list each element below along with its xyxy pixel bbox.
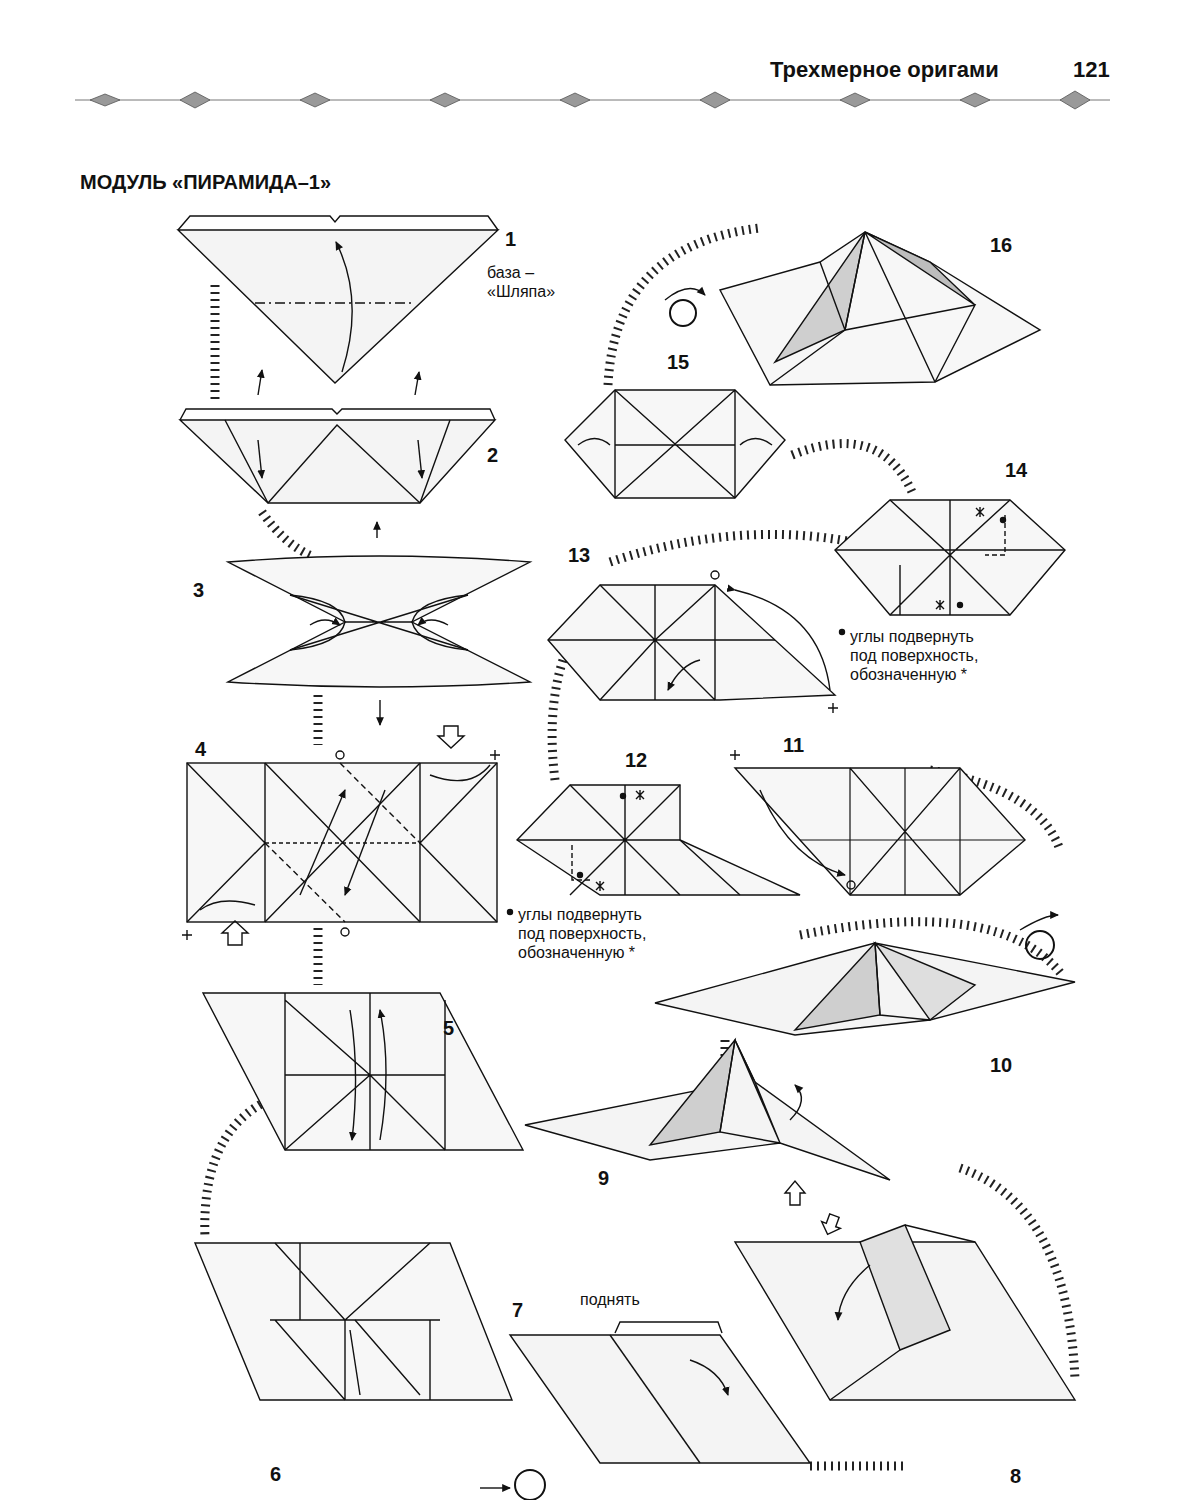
instruction-note: углы подвернуть под поверхность, обознач… xyxy=(850,627,1000,685)
base-name: база – «Шляпа» xyxy=(487,263,582,301)
step-number: 10 xyxy=(990,1053,1012,1077)
instruction-word: поднять xyxy=(580,1290,640,1309)
step-number: 4 xyxy=(195,737,206,761)
running-head: 121 xyxy=(1073,57,1110,83)
step-number: 6 xyxy=(270,1462,281,1486)
step-number: 14 xyxy=(1005,458,1027,482)
page-title: МОДУЛЬ «ПИРАМИДА–1» xyxy=(80,170,331,194)
running-head: Трехмерное оригами xyxy=(770,57,999,83)
step-number: 15 xyxy=(667,350,689,374)
step-number: 2 xyxy=(487,443,498,467)
step-number: 12 xyxy=(625,748,647,772)
step-number: 5 xyxy=(443,1016,454,1040)
step-number: 7 xyxy=(512,1298,523,1322)
step-number: 8 xyxy=(1010,1464,1021,1488)
step-number: 13 xyxy=(568,543,590,567)
instruction-note: углы подвернуть под поверхность, обознач… xyxy=(518,905,668,963)
step-number: 9 xyxy=(598,1166,609,1190)
step-number: 11 xyxy=(783,733,804,757)
step-number: 1 xyxy=(505,227,516,251)
step-number: 16 xyxy=(990,233,1012,257)
step-number: 3 xyxy=(193,578,204,602)
